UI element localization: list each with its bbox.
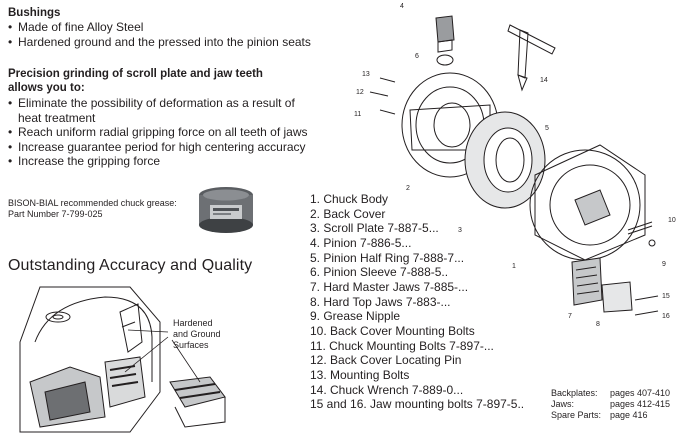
page-ref-row: Backplates: pages 407-410 xyxy=(551,388,681,399)
page-ref-label: Backplates: xyxy=(551,388,598,398)
bushings-heading: Bushings xyxy=(8,7,61,19)
grease-line2: Part Number 7-799-025 xyxy=(8,209,103,219)
page-ref-value: pages 407-410 xyxy=(610,388,671,398)
list-item: 8. Hard Top Jaws 7-883-... xyxy=(310,294,451,309)
page-ref-value: pages 412-415 xyxy=(610,399,671,410)
list-item: Increase guarantee period for high cente… xyxy=(8,140,328,155)
list-item: Eliminate the possibility of deformation… xyxy=(8,96,328,111)
list-item: 14. Chuck Wrench 7-889-0... xyxy=(310,382,464,397)
svg-text:11: 11 xyxy=(354,111,361,118)
list-item: Hardened ground and the pressed into the… xyxy=(8,35,328,50)
list-item: 9. Grease Nipple xyxy=(310,309,401,324)
list-item: 6. Pinion Sleeve 7-888-5.. xyxy=(310,265,449,280)
list-item: 5. Pinion Half Ring 7-888-7... xyxy=(310,250,465,265)
page-ref-value: page 416 xyxy=(610,410,648,421)
list-item: 10. Back Cover Mounting Bolts xyxy=(310,323,475,338)
page-references: Backplates: pages 407-410 Jaws: pages 41… xyxy=(551,388,681,422)
svg-text:12: 12 xyxy=(356,89,364,96)
list-item: 12. Back Cover Locating Pin xyxy=(310,353,462,368)
svg-text:6: 6 xyxy=(415,53,419,60)
list-item: 15 and 16. Jaw mounting bolts 7-897-5.. xyxy=(310,397,525,412)
svg-text:9: 9 xyxy=(662,261,666,268)
list-item: 11. Chuck Mounting Bolts 7-897-... xyxy=(310,338,494,353)
svg-text:10: 10 xyxy=(668,217,676,224)
list-item: Made of fine Alloy Steel xyxy=(8,20,328,35)
list-item-continuation: heat treatment xyxy=(18,110,96,125)
list-item: 1. Chuck Body xyxy=(310,192,389,206)
list-item: Reach uniform radial gripping force on a… xyxy=(8,125,328,140)
svg-text:4: 4 xyxy=(400,3,404,10)
parts-list: 1. Chuck Body 2. Back Cover 3. Scroll Pl… xyxy=(310,192,560,412)
precision-heading-line1: Precision grinding of scroll plate and j… xyxy=(8,68,263,80)
grease-line1: BISON-BIAL recommended chuck grease: xyxy=(8,198,177,208)
list-item: Increase the gripping force xyxy=(8,154,328,169)
list-item: 3. Scroll Plate 7-887-5... xyxy=(310,221,439,236)
precision-heading-line2: allows you to: xyxy=(8,82,85,94)
list-item: 7. Hard Master Jaws 7-885-... xyxy=(310,279,469,294)
svg-text:2: 2 xyxy=(406,185,410,192)
svg-text:13: 13 xyxy=(362,71,370,78)
svg-text:1: 1 xyxy=(512,263,516,270)
hardened-annotation-line2: and Ground xyxy=(173,329,221,339)
page-ref-label: Spare Parts: xyxy=(551,410,602,421)
svg-text:14: 14 xyxy=(540,77,548,84)
list-item: 13. Mounting Bolts xyxy=(310,367,410,382)
accuracy-title: Outstanding Accuracy and Quality xyxy=(8,257,253,274)
svg-text:7: 7 xyxy=(568,313,572,320)
page-ref-label: Jaws: xyxy=(551,399,575,410)
precision-list: Eliminate the possibility of deformation… xyxy=(8,96,328,169)
grease-can-image xyxy=(199,187,253,233)
hardened-annotation-line3: Surfaces xyxy=(173,340,209,350)
bushings-list: Made of fine Alloy Steel Hardened ground… xyxy=(8,20,328,49)
svg-text:5: 5 xyxy=(545,125,549,132)
list-item: 4. Pinion 7-886-5... xyxy=(310,235,412,250)
page-ref-row: Spare Parts: page 416 xyxy=(551,410,681,421)
list-item: 2. Back Cover xyxy=(310,206,386,221)
svg-text:16: 16 xyxy=(662,313,670,320)
accuracy-illustration xyxy=(19,286,226,433)
hardened-annotation-line1: Hardened xyxy=(173,318,213,328)
page-ref-row: Jaws: pages 412-415 xyxy=(551,399,681,410)
chuck-exploded-diagram: 4 6 14 13 12 11 2 3 5 10 9 1 7 8 15 16 xyxy=(354,3,676,328)
svg-text:15: 15 xyxy=(662,293,670,300)
svg-text:3: 3 xyxy=(458,227,462,234)
svg-text:8: 8 xyxy=(596,321,600,328)
